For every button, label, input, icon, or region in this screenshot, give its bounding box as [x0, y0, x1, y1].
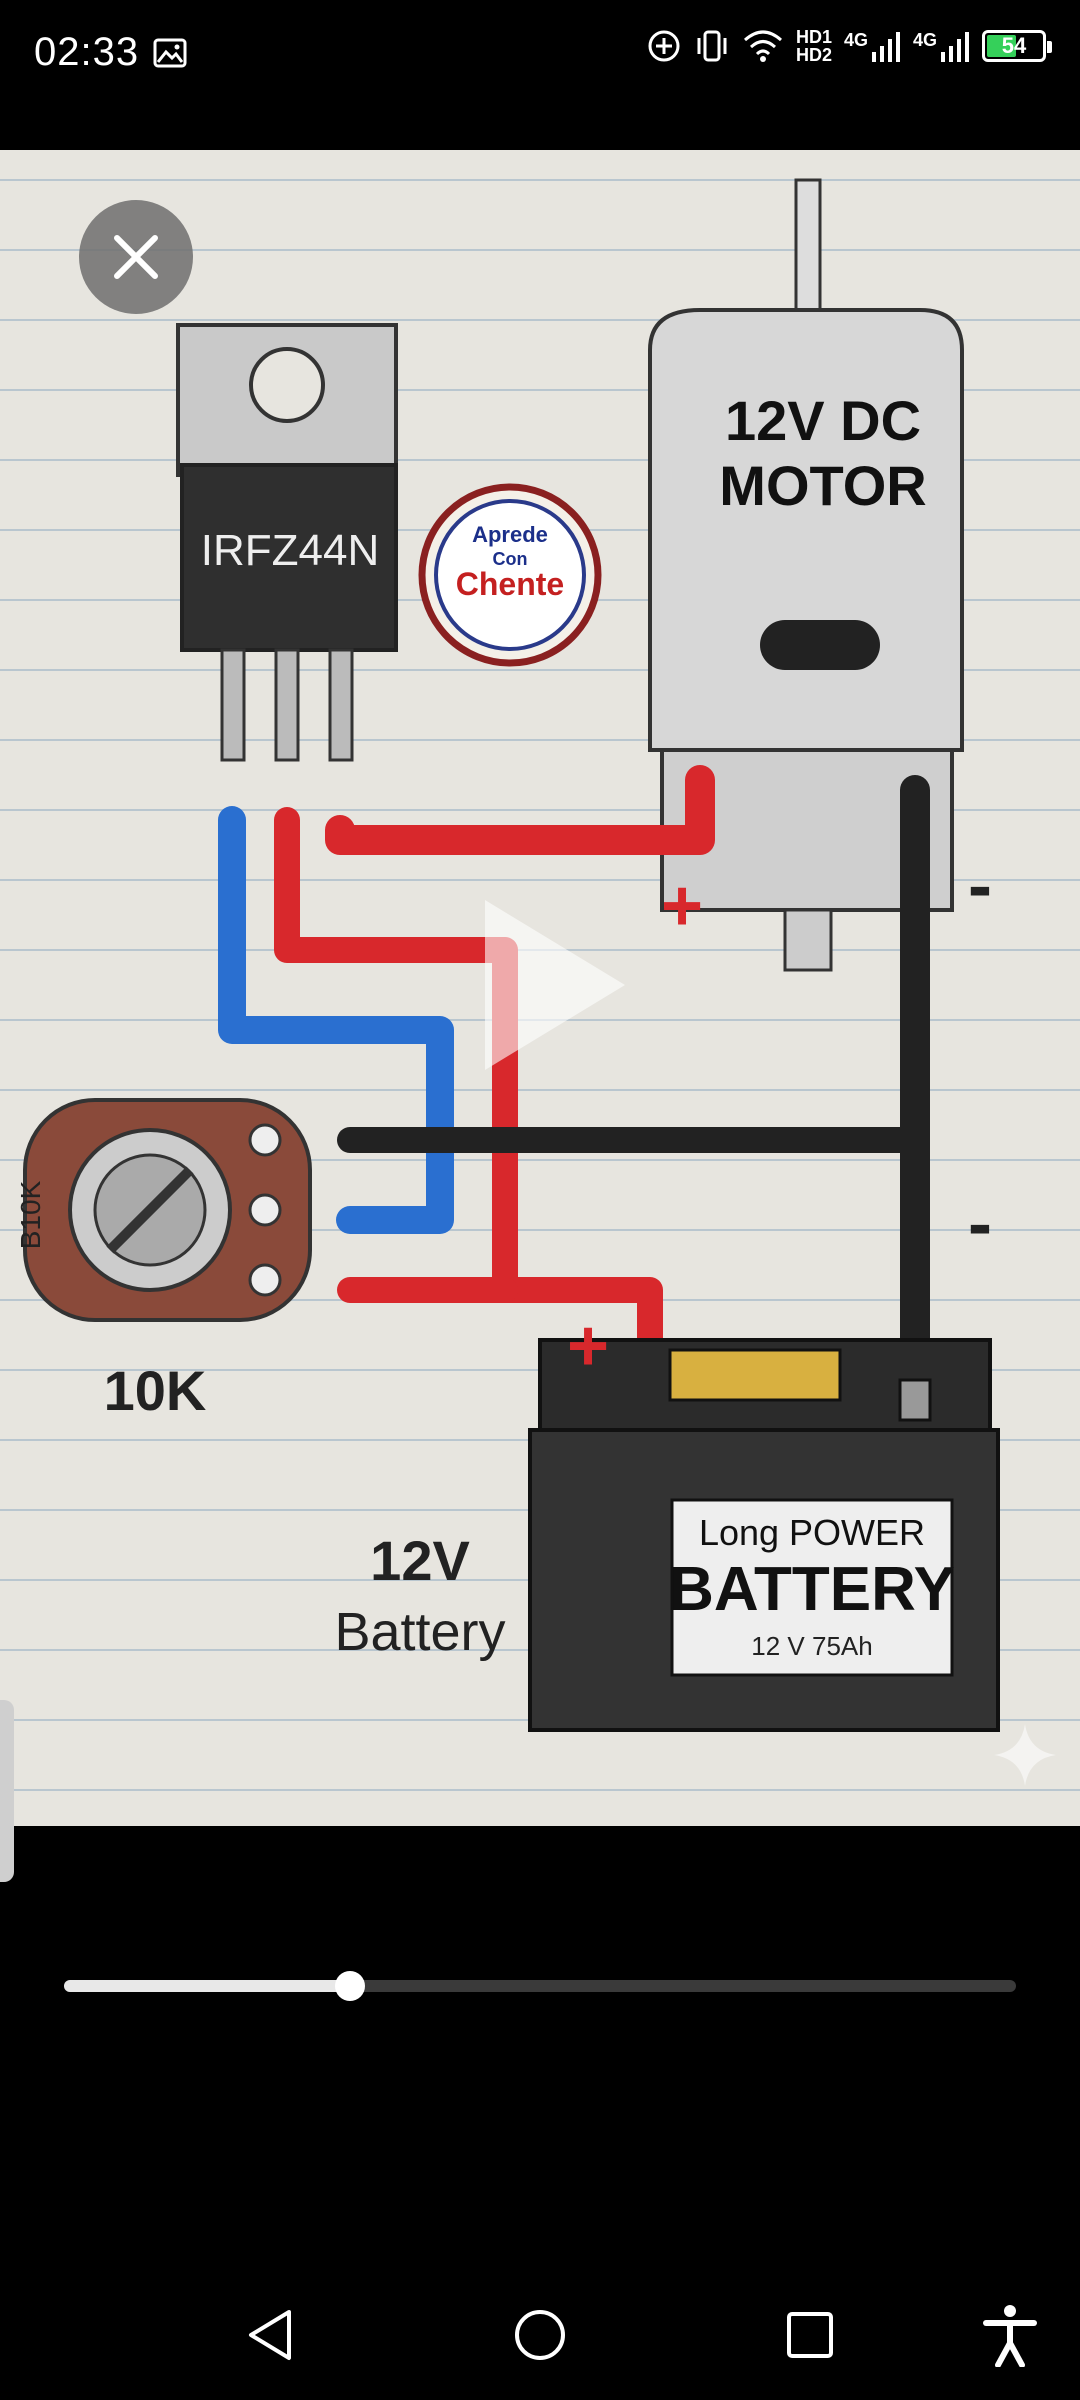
battery-fill: [987, 35, 1017, 57]
circuit-drawing: IRFZ44N Aprede Con Chente 12V DC MOTOR: [0, 178, 1080, 1791]
nav-home-button[interactable]: [480, 2270, 600, 2400]
battery-icon: 54: [982, 30, 1052, 62]
gallery-icon: [153, 38, 187, 67]
nav-back-button[interactable]: [210, 2270, 330, 2400]
status-time: 02:33: [34, 30, 140, 74]
motor-minus: -: [968, 846, 992, 926]
hd-indicator: HD1 HD2: [795, 27, 832, 65]
battery-brand-line1: Long POWER: [699, 1512, 925, 1553]
logo-line2: Con: [493, 549, 528, 569]
play-button[interactable]: [455, 890, 645, 1080]
logo-line1: Aprede: [472, 522, 548, 547]
close-button[interactable]: [79, 200, 193, 314]
seek-thumb[interactable]: [334, 1971, 365, 2001]
status-bar: 02:33 HD1 HD2 4G: [0, 0, 1080, 112]
motor-label-line2: MOTOR: [719, 454, 926, 517]
battery-voltage: 12V: [370, 1529, 470, 1592]
nav-recents-button[interactable]: [750, 2270, 870, 2400]
signal-1: 4G: [844, 30, 901, 62]
seek-bar[interactable]: [64, 1954, 1016, 2016]
battery-minus: -: [968, 1184, 992, 1264]
motor-plus: +: [661, 866, 703, 946]
potentiometer: [23, 1098, 312, 1322]
nav-back-icon: [249, 2310, 291, 2360]
battery-plus: +: [567, 1306, 609, 1386]
battery-brand-line2: BATTERY: [669, 1555, 955, 1624]
logo-line3: Chente: [456, 566, 564, 602]
nav-home-icon: [515, 2310, 565, 2360]
wifi-icon: [743, 30, 782, 62]
motor-label-line1: 12V DC: [725, 389, 921, 452]
signal-2: 4G: [913, 30, 970, 62]
navigation-bar: [0, 2270, 1080, 2400]
wires: [218, 765, 930, 1483]
signal-strength-icon: [941, 32, 969, 62]
battery-word: Battery: [334, 1602, 505, 1662]
play-icon: [485, 900, 625, 1070]
car-battery: [528, 1338, 1000, 1732]
vibrate-icon: [697, 30, 727, 62]
video-frame[interactable]: IRFZ44N Aprede Con Chente 12V DC MOTOR: [0, 150, 1080, 1826]
pot-value: 10K: [104, 1359, 207, 1422]
mosfet-label: IRFZ44N: [201, 526, 379, 575]
close-icon: [114, 235, 158, 279]
accessibility-icon: [983, 2305, 1037, 2367]
data-saver-icon: [648, 30, 680, 62]
signal-strength-icon: [871, 32, 900, 62]
seek-progress: [64, 1980, 350, 1992]
pot-marking: B10K: [15, 1180, 46, 1249]
nav-recents-icon: [787, 2312, 833, 2358]
battery-rating: 12 V 75Ah: [751, 1631, 872, 1661]
sparkle-icon: [994, 1724, 1056, 1786]
channel-logo: [418, 483, 602, 667]
side-panel-handle[interactable]: [0, 1700, 14, 1882]
accessibility-button[interactable]: [950, 2270, 1070, 2400]
mosfet: [176, 323, 398, 762]
dc-motor: [648, 178, 964, 972]
